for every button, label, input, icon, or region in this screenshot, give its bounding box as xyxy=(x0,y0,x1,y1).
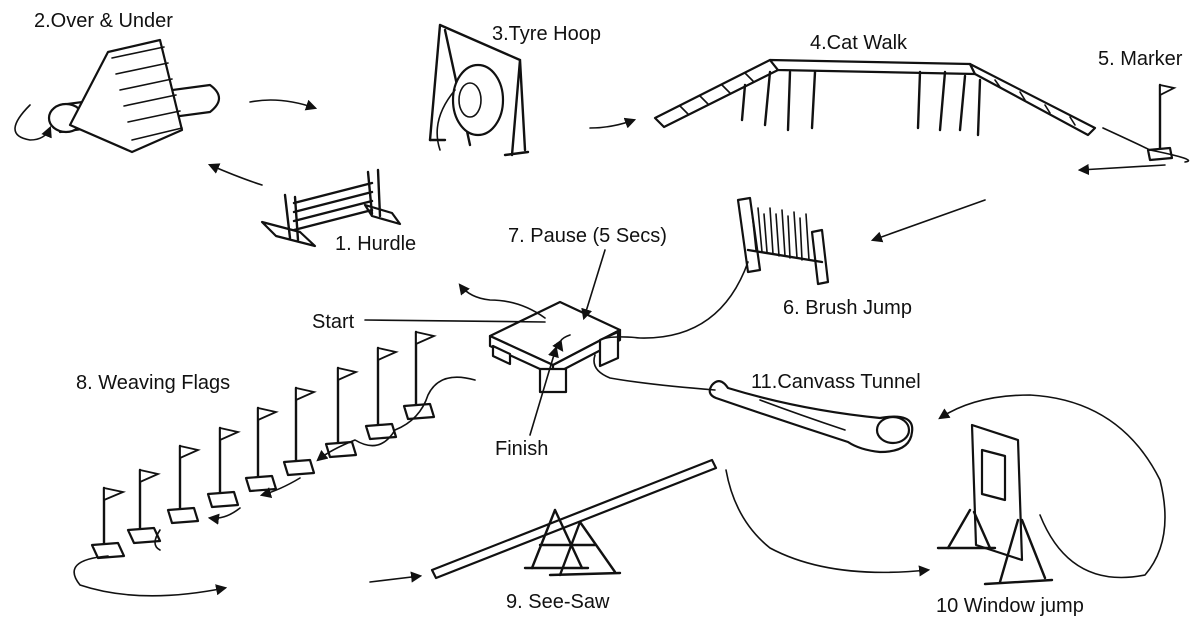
label-weaving-flags: 8. Weaving Flags xyxy=(76,372,230,394)
course-flow-arrows xyxy=(207,99,1190,583)
weave-pole-1 xyxy=(90,486,127,560)
label-marker: 5. Marker xyxy=(1098,48,1183,70)
cat-walk-obstacle xyxy=(653,58,1097,137)
see-saw-obstacle xyxy=(430,458,718,580)
arrow-icon xyxy=(593,354,716,391)
arrow-icon xyxy=(207,163,263,186)
weave-pole-4 xyxy=(206,426,241,509)
weave-pole-7 xyxy=(324,366,359,459)
arrow-icon xyxy=(725,469,931,577)
label-window-jump: 10 Window jump xyxy=(936,595,1084,617)
arrow-icon xyxy=(1102,127,1190,163)
finish-pointer-line xyxy=(529,345,559,436)
tyre-hoop-obstacle xyxy=(428,23,530,157)
label-hurdle: 1. Hurdle xyxy=(335,233,416,255)
label-finish: Finish xyxy=(495,438,548,460)
weave-pole-9 xyxy=(402,330,437,421)
weave-pole-8 xyxy=(364,346,399,441)
label-over-under: 2.Over & Under xyxy=(34,10,173,32)
arrow-icon xyxy=(870,199,986,243)
label-pause: 7. Pause (5 Secs) xyxy=(508,225,667,247)
arrow-icon xyxy=(938,394,1166,579)
arrow-icon xyxy=(249,99,318,111)
window-jump-obstacle xyxy=(936,423,1054,586)
label-tyre-hoop: 3.Tyre Hoop xyxy=(492,23,601,45)
weave-pole-5 xyxy=(244,406,279,493)
arrow-icon xyxy=(589,117,637,129)
label-brush-jump: 6. Brush Jump xyxy=(783,297,912,319)
weave-pole-2 xyxy=(126,468,162,545)
weave-pole-3 xyxy=(166,444,201,525)
brush-jump-obstacle xyxy=(736,196,830,286)
flag-icon xyxy=(1159,83,1177,97)
arrow-icon xyxy=(599,261,749,341)
label-see-saw: 9. See-Saw xyxy=(506,591,610,613)
arrow-icon xyxy=(369,571,423,583)
pause-pointer-line xyxy=(581,249,606,321)
marker-obstacle xyxy=(1146,83,1177,162)
weaving-flags-obstacle xyxy=(73,330,476,597)
weave-pole-6 xyxy=(282,386,317,477)
label-canvass-tunnel: 11.Canvass Tunnel xyxy=(751,371,921,393)
pause-table-obstacle xyxy=(488,300,622,394)
label-start: Start xyxy=(312,311,355,333)
over-under-obstacle xyxy=(14,38,221,154)
arrow-icon xyxy=(458,283,546,319)
arrow-icon xyxy=(1077,163,1166,176)
label-cat-walk: 4.Cat Walk xyxy=(810,32,908,54)
canvass-tunnel-obstacle xyxy=(708,380,914,454)
hurdle-obstacle xyxy=(260,168,402,248)
start-pointer-line xyxy=(364,319,546,323)
